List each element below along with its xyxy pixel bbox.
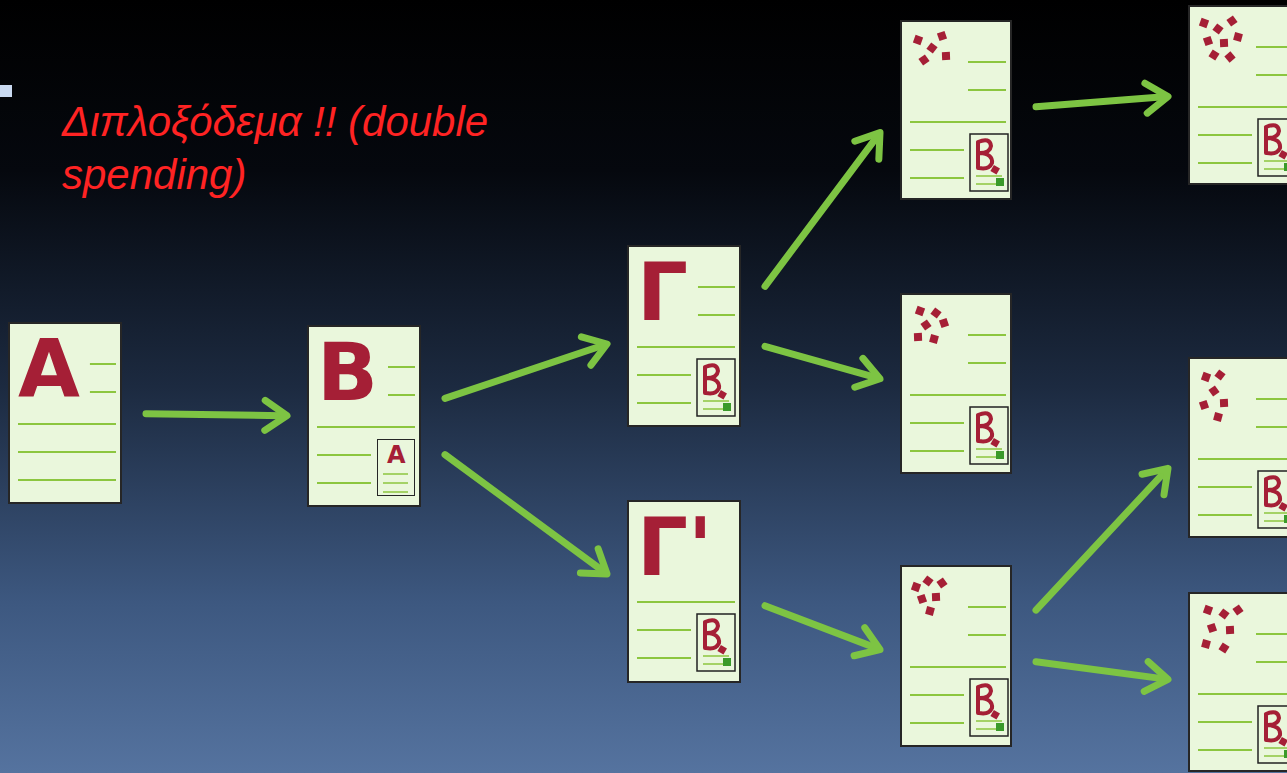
mini-document xyxy=(1258,119,1287,176)
arrow-shaft xyxy=(765,606,876,648)
arrow-shaft xyxy=(146,414,283,416)
arrow-shaft xyxy=(1036,97,1164,107)
paper-lines xyxy=(902,22,1014,202)
mini-document xyxy=(1258,471,1287,528)
paper-lines xyxy=(902,295,1014,476)
mini-document xyxy=(697,614,735,671)
arrow-connector xyxy=(765,346,880,387)
arrow-connector xyxy=(445,455,607,574)
document-page xyxy=(900,293,1012,474)
mini-document xyxy=(970,407,1008,464)
arrow-connector xyxy=(1036,83,1168,113)
document-letter: A xyxy=(18,330,80,410)
arrow-head xyxy=(1145,83,1168,113)
document-page: Γ' xyxy=(627,500,741,683)
paper-lines xyxy=(902,567,1014,749)
arrow-head xyxy=(855,358,880,387)
arrow-connector xyxy=(765,133,880,287)
mini-document xyxy=(970,679,1008,736)
arrow-shaft xyxy=(1036,662,1164,679)
arrow-head xyxy=(581,337,607,365)
mini-document xyxy=(1258,706,1287,763)
document-letter: B xyxy=(317,333,378,413)
referenced-document: A xyxy=(377,439,415,496)
slide-title: Διπλοξόδεμα !! (double spending) xyxy=(62,96,492,201)
document-page: BA xyxy=(307,325,421,507)
arrow-head xyxy=(854,628,880,656)
arrow-connector xyxy=(1036,662,1168,692)
arrow-head xyxy=(580,549,607,574)
arrow-connector xyxy=(445,337,607,399)
document-page: A xyxy=(8,322,122,504)
paper-lines xyxy=(1190,594,1287,773)
mini-document xyxy=(697,359,735,416)
arrow-shaft xyxy=(765,136,878,286)
arrow-shaft xyxy=(445,455,604,572)
paper-lines xyxy=(1190,359,1287,540)
arrow-head xyxy=(265,400,287,430)
document-page xyxy=(1188,357,1287,538)
bullet-square xyxy=(0,85,12,97)
mini-document xyxy=(970,134,1008,191)
arrow-head xyxy=(1144,662,1168,692)
arrow-connector xyxy=(765,606,880,656)
arrow-shaft xyxy=(1036,471,1165,610)
arrow-connector xyxy=(1036,468,1168,610)
document-letter: Γ xyxy=(637,253,688,333)
arrow-head xyxy=(855,133,880,160)
arrow-shaft xyxy=(445,345,603,398)
document-page: Γ xyxy=(627,245,741,427)
document-page xyxy=(900,20,1012,200)
document-page xyxy=(900,565,1012,747)
arrow-connector xyxy=(146,400,287,430)
arrow-head xyxy=(1142,468,1168,494)
paper-lines xyxy=(1190,7,1287,187)
document-page xyxy=(1188,592,1287,772)
arrow-shaft xyxy=(765,346,876,377)
document-letter: Γ' xyxy=(637,508,712,588)
document-letter: A xyxy=(387,443,406,467)
document-page xyxy=(1188,5,1287,185)
